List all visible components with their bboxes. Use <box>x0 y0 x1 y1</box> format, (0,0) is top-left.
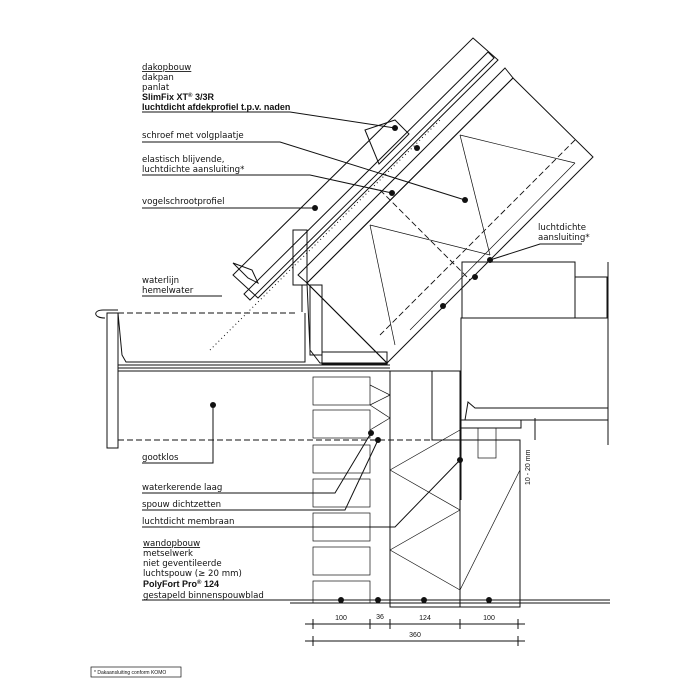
inner-leaf <box>459 439 521 608</box>
roof-build-up-labels: dakopbouw dakpan panlat SlimFix XT® 3/3R… <box>142 63 590 296</box>
gutter-board <box>106 312 119 449</box>
airtight-connection-label: luchtdichte <box>538 223 586 233</box>
tile-batten <box>364 119 410 165</box>
dimension-cavity: 36 <box>376 614 384 621</box>
roof-assembly <box>209 37 594 365</box>
floor-edge <box>574 276 608 319</box>
dimension-insulation: 124 <box>419 615 431 622</box>
wall-build-up-labels: gootklos waterkerende laag spouw dichtze… <box>142 449 532 601</box>
hidden-line <box>379 139 576 336</box>
airtight-connection-label: aansluiting* <box>538 233 590 243</box>
roof-heading: dakopbouw <box>142 63 191 73</box>
wall-layer-label: luchtspouw (≥ 20 mm) <box>143 569 242 579</box>
roof-sheathing-board <box>297 67 514 284</box>
wall-layer-label: gestapeld binnenspouwblad <box>143 591 264 601</box>
eaves-post <box>309 284 323 356</box>
eaves-soffit <box>321 351 388 365</box>
gutter-bracket-label: gootklos <box>142 453 179 463</box>
insulation-pattern <box>369 134 576 346</box>
elastic-joint-label: elastisch blijvende, <box>142 155 224 165</box>
bird-guard-label: vogelschrootprofiel <box>142 197 225 207</box>
gutter-trough <box>117 312 306 363</box>
dimension-inner-leaf: 100 <box>483 615 495 622</box>
wall-layer-label: metselwerk <box>143 549 193 559</box>
waterline-label: hemelwater <box>142 286 194 296</box>
roof-tiles <box>232 37 499 299</box>
cavity-seal-label: spouw dichtzetten <box>142 500 221 510</box>
leader-lines <box>142 111 610 601</box>
gutter <box>95 309 390 449</box>
gutter-bead <box>95 309 118 319</box>
elastic-joint-label: luchtdichte aansluiting* <box>142 165 245 175</box>
dimension-lines: 100 36 124 100 360 <box>305 614 525 646</box>
wall-product-label: PolyFort Pro® 124 <box>143 579 219 589</box>
wall-anchor <box>477 427 497 459</box>
footnote-text: * Dakaansluiting conform KOMO <box>94 670 166 676</box>
roof-product-label: SlimFix XT® 3/3R <box>142 92 214 102</box>
membrane-label: luchtdicht membraan <box>142 517 235 527</box>
concrete-floor-slab <box>460 317 609 421</box>
counter-batten <box>243 51 495 301</box>
screw-label: schroef met volgplaatje <box>142 131 244 141</box>
hidden-line <box>379 189 471 281</box>
waterproof-layer-label: waterkerende laag <box>142 483 222 493</box>
gap-dimension: 10 - 20 mm <box>525 449 532 485</box>
roof-layer-label: dakpan <box>142 73 174 83</box>
fascia-batten <box>292 229 308 286</box>
brick-masonry <box>312 376 371 604</box>
bearing-strip <box>460 419 522 429</box>
slab-bottom <box>464 401 609 421</box>
tile-profile <box>232 262 260 285</box>
wall-insulation <box>389 370 461 608</box>
rafter-foot <box>306 281 389 364</box>
wall-heading: wandopbouw <box>143 539 200 549</box>
dimension-brick: 100 <box>335 615 347 622</box>
roof-layer-label: panlat <box>142 83 170 93</box>
roof-layer-label: luchtdicht afdekprofiel t.p.v. naden <box>142 102 290 112</box>
footnote-box: * Dakaansluiting conform KOMO <box>90 666 182 678</box>
wall-plate <box>431 370 461 441</box>
waterline <box>209 119 441 351</box>
dimension-total: 360 <box>409 632 421 639</box>
waterline-label: waterlijn <box>142 276 179 286</box>
wall-layer-label: niet geventileerde <box>143 559 222 569</box>
